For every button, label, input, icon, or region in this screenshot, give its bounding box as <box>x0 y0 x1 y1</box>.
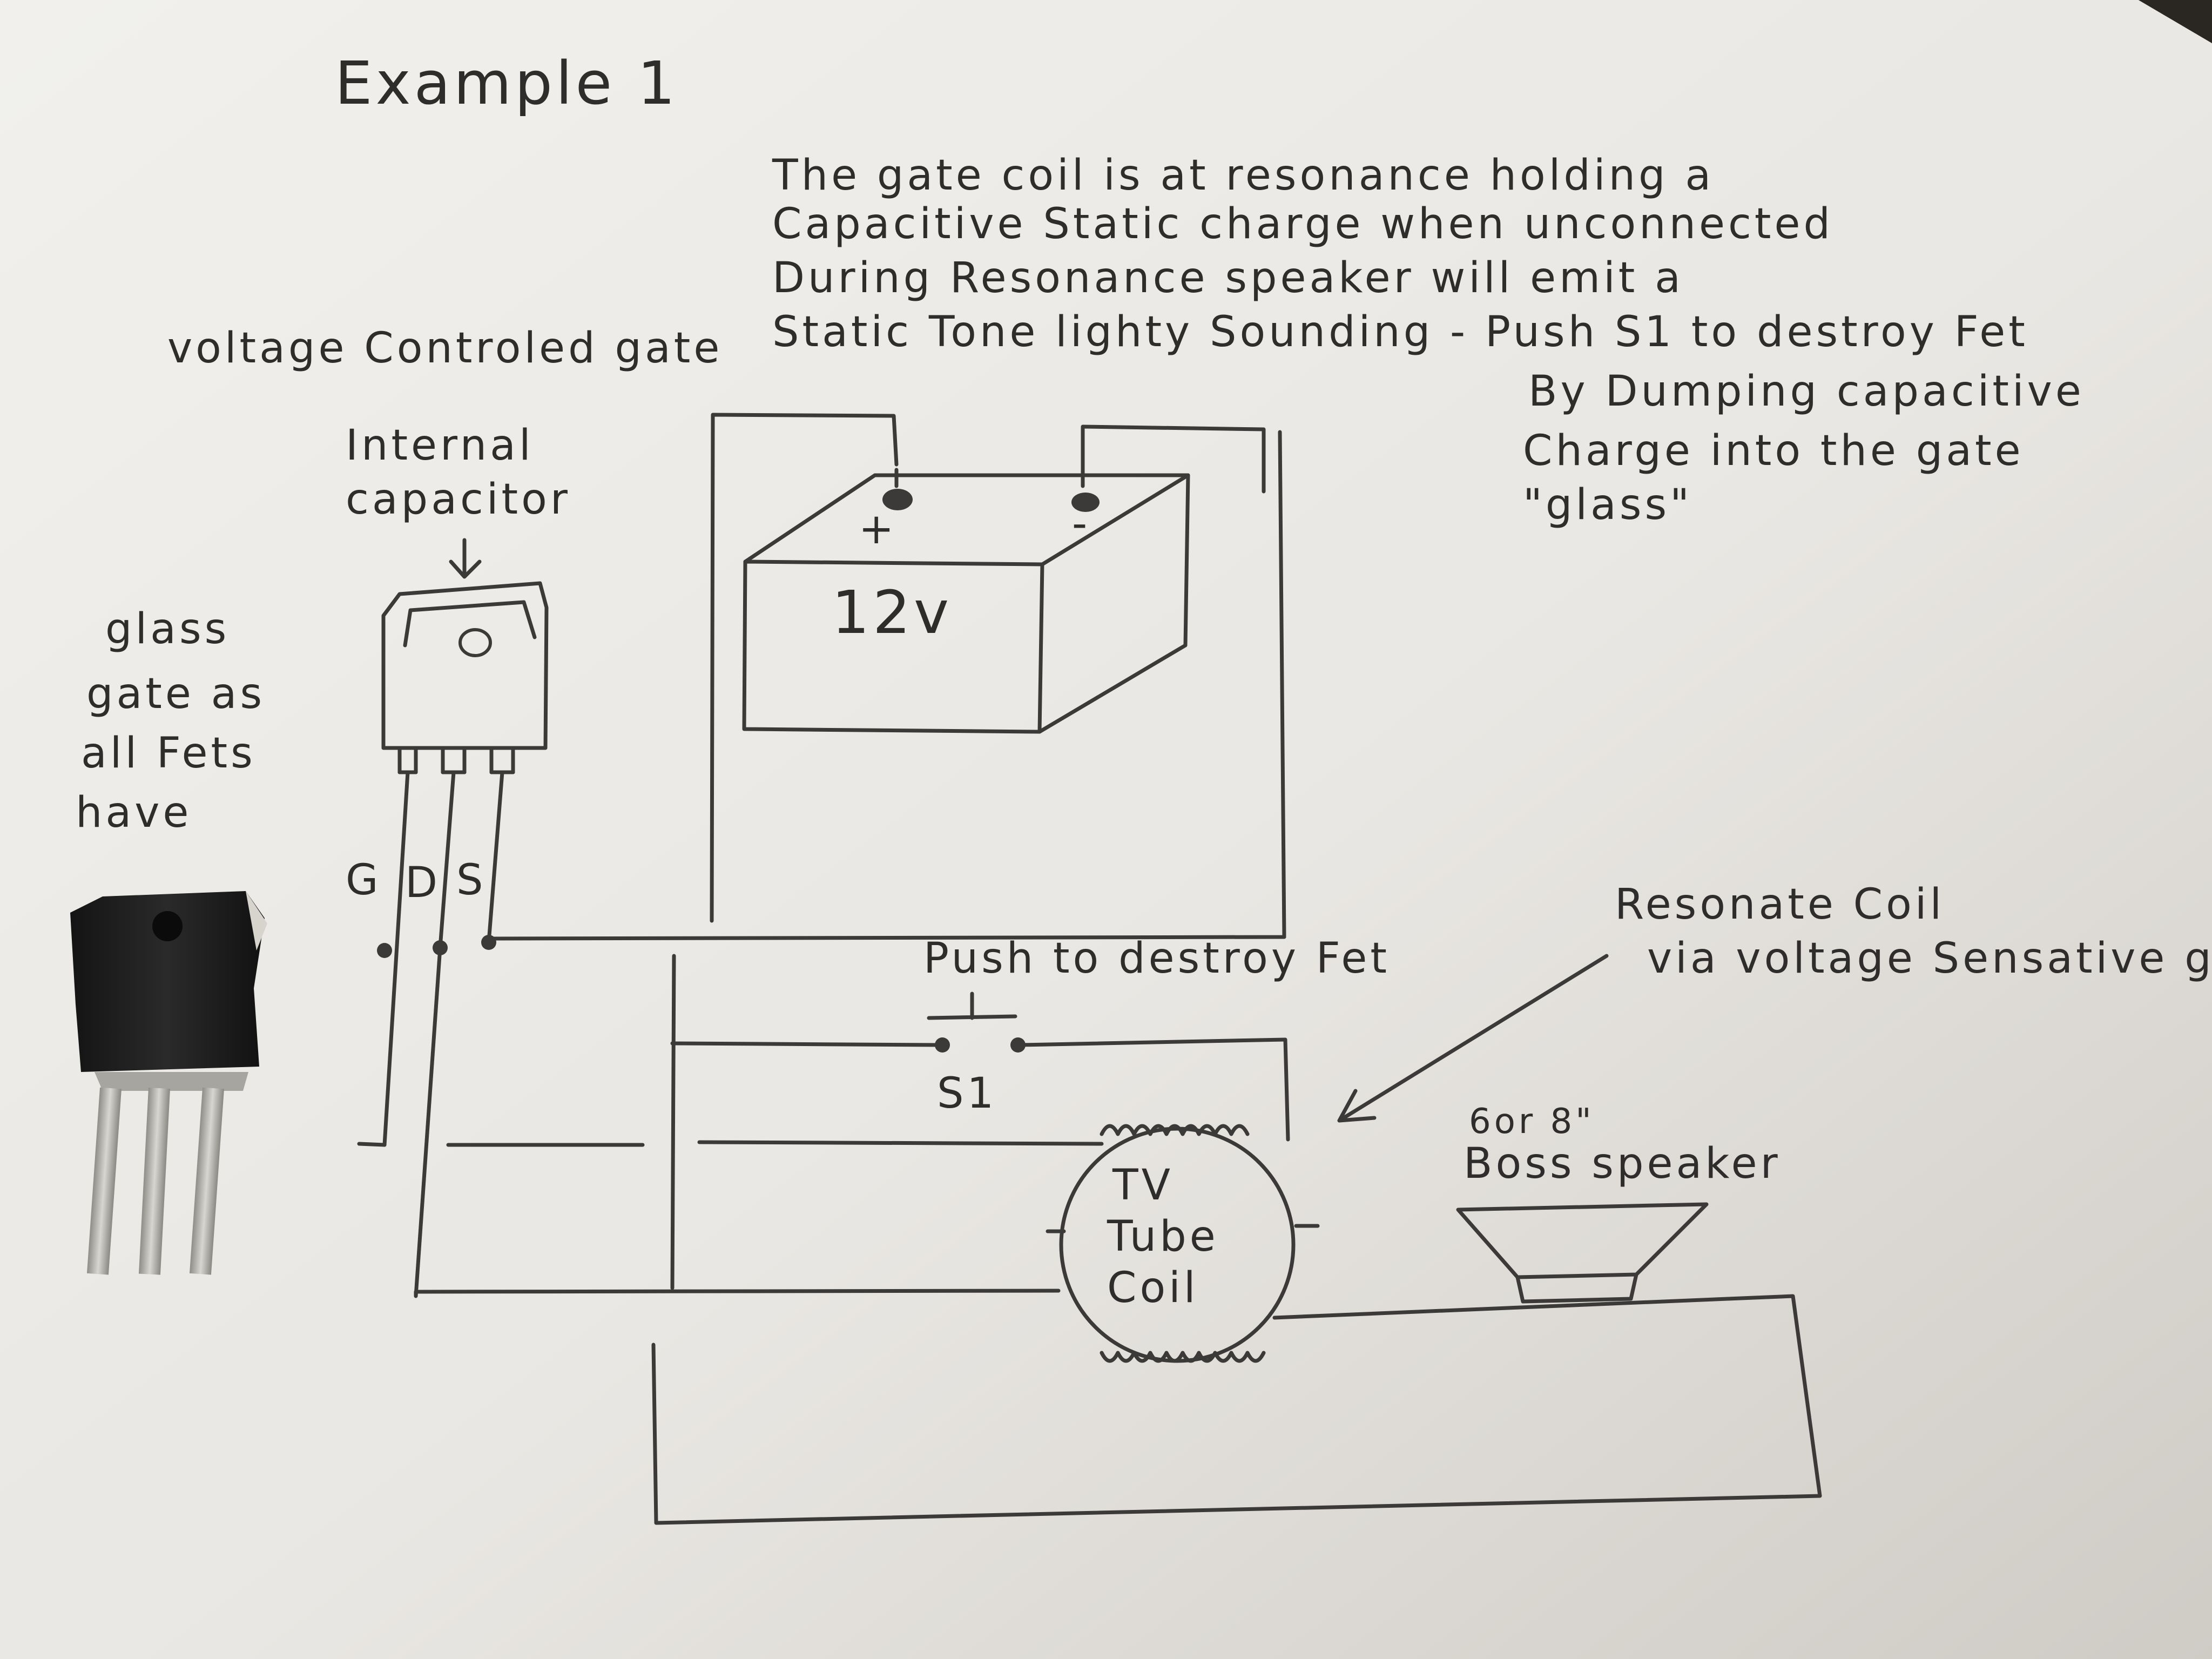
pin-s-label: S <box>456 856 487 905</box>
wire-negative <box>1081 424 1266 494</box>
glass-label-1: glass <box>105 605 230 653</box>
pin-d-label: D <box>405 859 441 907</box>
note-line-3: During Resonance speaker will emit a <box>772 254 1684 302</box>
switch-label: S1 <box>937 1069 997 1118</box>
page-title: Example 1 <box>335 49 679 118</box>
wire-switch-left <box>670 954 676 1290</box>
battery-label: 12v <box>832 578 953 647</box>
battery-side <box>1037 473 1190 734</box>
battery-plus: + <box>859 505 898 554</box>
push-label: Push to destroy Fet <box>923 934 1390 983</box>
fet-transistor-photo <box>70 891 267 1275</box>
wire-right <box>489 430 1286 941</box>
arrow-resonate <box>1337 954 1609 1123</box>
note-line-6: Charge into the gate <box>1523 427 2024 475</box>
wire-bottom <box>651 1294 1822 1525</box>
note-line-7: "glass" <box>1523 481 1693 529</box>
speaker-label: Boss speaker <box>1464 1139 1781 1188</box>
note-line-1: The gate coil is at resonance holding a <box>772 151 1715 200</box>
switch-button <box>927 992 1017 1020</box>
capacitor-label: capacitor <box>346 475 571 524</box>
glass-label-4: have <box>76 788 192 837</box>
note-line-5: By Dumping capacitive <box>1528 367 2085 416</box>
glass-label-2: gate as <box>86 670 266 718</box>
note-line-2: Capacitive Static charge when unconnecte… <box>772 200 1834 248</box>
coil-label-1: TV <box>1112 1161 1174 1210</box>
internal-label: Internal <box>346 421 534 470</box>
coil-label-2: Tube <box>1107 1212 1219 1261</box>
resonate-label-1: Resonate Coil <box>1615 880 1945 929</box>
coil-label-3: Coil <box>1107 1264 1199 1312</box>
battery-minus: - <box>1072 500 1091 548</box>
glass-label-3: all Fets <box>81 729 256 778</box>
voltage-gate-label: voltage Controled gate <box>167 324 723 373</box>
speaker-size-label: 6or 8" <box>1469 1102 1595 1142</box>
resonate-label-2: via voltage Sensative gate <box>1647 934 2212 983</box>
note-line-4: Static Tone lighty Sounding - Push S1 to… <box>772 308 2028 356</box>
wire-positive <box>710 413 899 923</box>
battery-top <box>743 473 1190 567</box>
fet-drawing-body <box>381 581 549 750</box>
pin-g-label: G <box>346 856 382 905</box>
